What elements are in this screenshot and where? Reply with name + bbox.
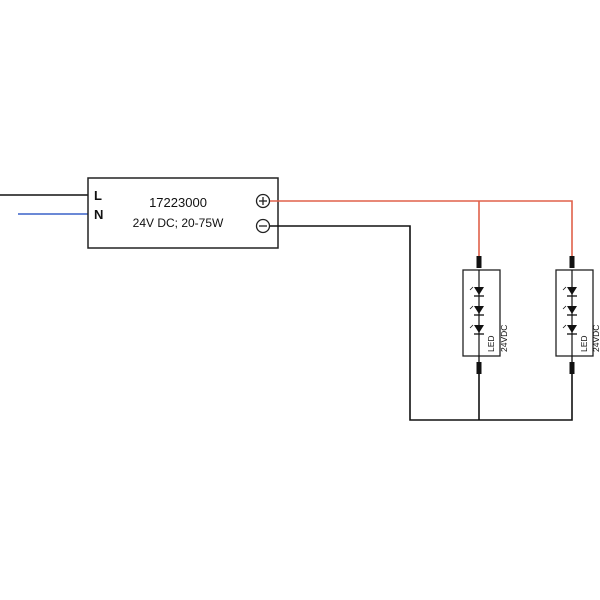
led-voltage-label: 24VDC: [499, 325, 509, 352]
led-module-1: LED 24VDC: [462, 256, 509, 374]
negative-wire: [270, 225, 573, 421]
driver-model-number: 17223000: [149, 195, 207, 210]
module-connector-bottom: [476, 362, 482, 374]
module-connector-bottom: [569, 362, 575, 374]
led-voltage-label: 24VDC: [591, 325, 600, 352]
driver-body: [87, 177, 279, 249]
led-module-2: LED 24VDC: [555, 256, 600, 374]
led-diode-icon: [562, 286, 577, 297]
led-label: LED: [486, 335, 496, 352]
led-module-body: [462, 269, 501, 357]
negative-terminal-icon: [255, 218, 271, 234]
positive-terminal-icon: [255, 193, 271, 209]
module-connector-top: [569, 256, 575, 268]
module-connector-top: [476, 256, 482, 268]
led-module-body: [555, 269, 594, 357]
led-driver: L N 17223000 24V DC; 20-75W: [87, 177, 279, 249]
led-diode-icon: [469, 305, 484, 316]
terminal-l-label: L: [94, 188, 102, 203]
driver-spec-text: 24V DC; 20-75W: [133, 216, 224, 230]
led-diode-icon: [562, 324, 577, 335]
led-diode-icon: [469, 286, 484, 297]
led-label: LED: [579, 335, 589, 352]
terminal-n-label: N: [94, 207, 103, 222]
led-diode-icon: [562, 305, 577, 316]
led-diode-icon: [469, 324, 484, 335]
positive-wire: [270, 200, 573, 258]
